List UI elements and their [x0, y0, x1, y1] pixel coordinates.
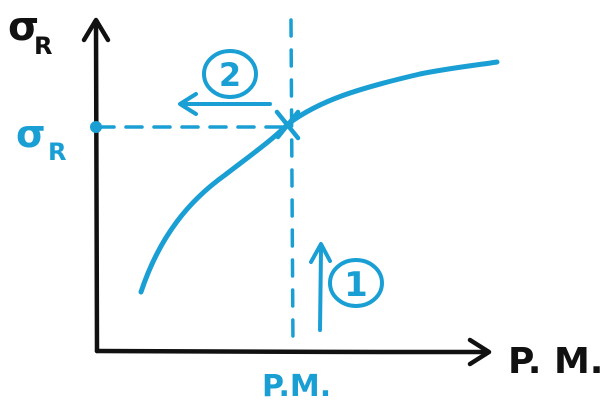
- sigma-value-dot: [90, 121, 102, 133]
- y-axis-subscript: R: [34, 32, 52, 60]
- x-axis-label: P. M.: [508, 341, 603, 382]
- x-axis-line: [94, 348, 491, 355]
- y-axis-arrowhead: [81, 17, 111, 43]
- step-2-annotation: 2: [178, 49, 272, 116]
- x-axis-arrowhead: [467, 337, 492, 367]
- step-1-up-arrow: [318, 248, 323, 332]
- step-2-circle: [202, 49, 258, 99]
- intersection-x-mark: [274, 109, 301, 141]
- step-1-circle: [328, 258, 384, 308]
- step-2-number: 2: [219, 56, 241, 94]
- step-1-annotation: 1: [309, 242, 384, 332]
- pm-dashed-guide: [289, 18, 295, 350]
- pm-value-label: P.M.: [262, 369, 331, 404]
- step-1-number: 1: [344, 265, 368, 305]
- x-axis: [94, 337, 492, 367]
- y-axis-symbol: σ: [8, 4, 39, 50]
- step-1-arrowhead-icon: [309, 242, 332, 264]
- step-2-arrowhead-icon: [178, 92, 198, 116]
- sigma-value-symbol: σ: [16, 112, 46, 156]
- sigma-value-subscript: R: [48, 138, 66, 166]
- y-axis: [81, 17, 111, 354]
- y-axis-line: [93, 21, 100, 354]
